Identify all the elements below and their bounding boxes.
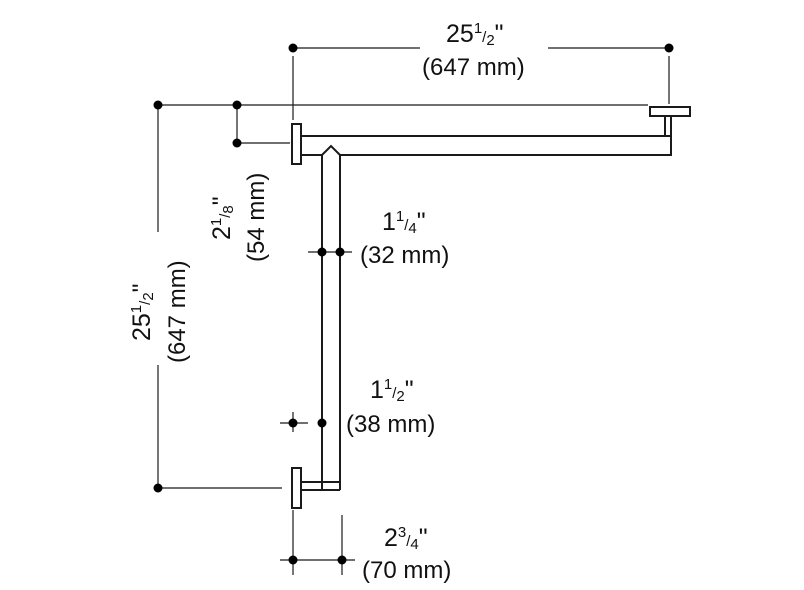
right-flange: [649, 106, 691, 117]
dot-top-left: [288, 43, 298, 53]
dimension-lines: [157, 47, 670, 575]
svg-text:(647 mm): (647 mm): [164, 260, 191, 363]
dot-top-right: [664, 43, 674, 53]
dot-proj-right: [337, 555, 347, 565]
grab-bar-outline: [291, 106, 691, 509]
dot-offset-bottom: [232, 138, 242, 148]
label-bar-diameter-upper: 11/4" (32 mm): [360, 208, 449, 269]
upper-wall-flange: [291, 123, 302, 165]
label-bar-diameter-lower: 11/2" (38 mm): [346, 376, 435, 438]
svg-text:251/2": 251/2": [446, 20, 504, 49]
horizontal-bar: [301, 135, 672, 156]
svg-text:21/8": 21/8": [208, 196, 237, 240]
svg-text:(647 mm): (647 mm): [422, 54, 525, 81]
label-left-height: 251/2" (647 mm): [128, 260, 191, 363]
svg-text:11/2": 11/2": [370, 376, 414, 405]
lower-wall-flange: [291, 467, 302, 509]
svg-text:(32 mm): (32 mm): [360, 242, 449, 269]
dot-lower-dia-right: [317, 418, 327, 428]
svg-text:(38 mm): (38 mm): [346, 411, 435, 438]
dot-height-bottom: [153, 483, 163, 493]
svg-text:11/4": 11/4": [382, 208, 426, 237]
svg-text:(54 mm): (54 mm): [243, 173, 270, 262]
svg-text:251/2": 251/2": [128, 283, 157, 341]
lower-return: [301, 481, 340, 491]
svg-text:(70 mm): (70 mm): [362, 557, 451, 584]
dot-lower-dia-left: [288, 418, 298, 428]
dot-proj-left: [288, 555, 298, 565]
dimension-dots: [153, 43, 674, 565]
right-support-post: [664, 116, 672, 136]
label-flange-projection: 23/4" (70 mm): [362, 524, 451, 584]
dot-upper-dia-left: [317, 247, 327, 257]
dot-upper-dia-right: [335, 247, 345, 257]
vertical-bar: [321, 155, 341, 490]
svg-text:23/4": 23/4": [384, 524, 428, 553]
dot-offset-top: [232, 100, 242, 110]
dot-height-top: [153, 100, 163, 110]
label-offset: 21/8" (54 mm): [208, 173, 270, 262]
label-top-width: 251/2" (647 mm): [422, 20, 525, 81]
